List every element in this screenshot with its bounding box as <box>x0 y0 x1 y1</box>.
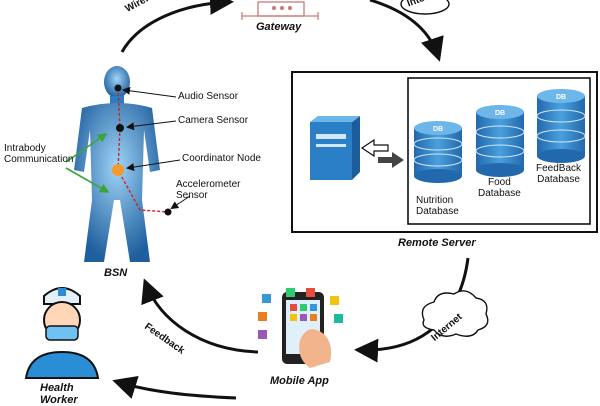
health-worker-icon <box>24 287 100 379</box>
bsn-label: BSN <box>104 267 128 279</box>
gateway-label: Gateway <box>256 21 302 33</box>
camera-sensor-node <box>116 124 124 132</box>
nutrition-database-label: Nutrition Database <box>416 195 459 217</box>
accelerometer-sensor-label: Accelerometer Sensor <box>176 179 241 201</box>
health-worker-label: Health Worker <box>40 382 78 406</box>
nutrition-db-icon <box>413 121 463 183</box>
accelerometer-sensor-node <box>164 208 172 216</box>
server-tower-icon <box>310 116 360 180</box>
app-to-bsn-arrow <box>141 278 259 354</box>
floating-app-icons <box>258 288 343 339</box>
app-to-health-worker-arrow <box>112 375 237 400</box>
audio-sensor-node <box>114 84 122 92</box>
wireless-arrow <box>120 0 234 53</box>
remote-server-label: Remote Server <box>398 237 476 249</box>
camera-pointer <box>126 120 177 131</box>
intrabody-communication-label: Intrabody Communication <box>4 143 74 165</box>
gateway-to-server-arrow <box>369 0 444 62</box>
feedback-db-icon <box>536 89 586 163</box>
accelerometer-pointer <box>170 195 191 210</box>
coordinator-pointer <box>126 159 181 172</box>
gateway-device-icon <box>241 1 319 20</box>
feedback-db-cap-label: DB <box>556 94 566 101</box>
coordinator-node-label: Coordinator Node <box>182 153 261 164</box>
server-db-exchange-icon <box>360 138 404 168</box>
feedback-database-label: FeedBack Database <box>536 163 582 185</box>
camera-sensor-label: Camera Sensor <box>178 115 249 126</box>
food-db-icon <box>475 105 525 177</box>
internet-cloud-bottom-icon <box>421 290 489 337</box>
nutrition-db-cap-label: DB <box>433 126 443 133</box>
mobile-app-label: Mobile App <box>270 375 329 387</box>
coordinator-node <box>112 164 124 176</box>
intrabody-arrow-1 <box>65 133 108 163</box>
internet-cloud-top-icon <box>400 0 450 15</box>
mobile-phone-icon <box>282 292 332 368</box>
intrabody-arrow-2 <box>65 167 110 193</box>
food-db-cap-label: DB <box>495 110 505 117</box>
audio-pointer <box>122 86 177 98</box>
food-database-label: Food Database <box>478 177 521 199</box>
human-body-icon <box>74 66 160 262</box>
audio-sensor-label: Audio Sensor <box>178 91 239 102</box>
